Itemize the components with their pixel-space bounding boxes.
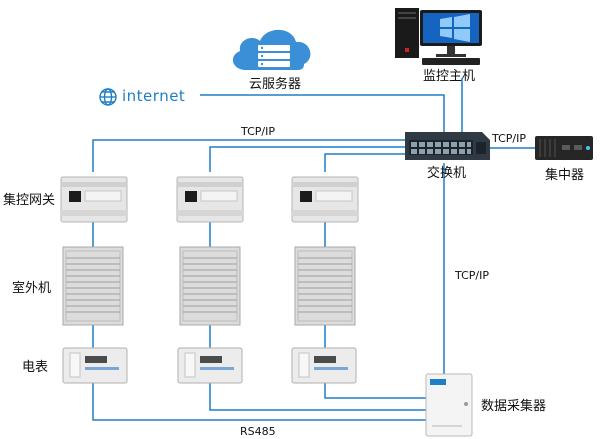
data-collector-icon <box>425 373 473 437</box>
meter-device-3 <box>291 347 357 384</box>
monitor-host-label: 监控主机 <box>423 69 476 84</box>
gateway-device-1 <box>60 176 128 223</box>
gateway-device-3 <box>291 176 359 223</box>
column2-tcp-link <box>209 146 420 172</box>
column3-tcp-link <box>324 153 420 172</box>
rs485-bus-3 <box>324 383 426 399</box>
data-collector-label: 数据采集器 <box>481 399 547 414</box>
gateway-device-2 <box>176 176 244 223</box>
concentrator-icon <box>535 136 593 160</box>
cloud-server-icon <box>232 29 311 70</box>
internet-link <box>200 94 445 135</box>
switch-label: 交换机 <box>427 166 467 181</box>
concentrator-label: 集中器 <box>545 168 585 183</box>
monitor-host-icon <box>395 8 482 65</box>
cloud-server-label: 云服务器 <box>249 77 302 92</box>
tcp-right-label: TCP/IP <box>492 132 526 145</box>
switch-icon <box>405 132 490 160</box>
meter-row-label: 电表 <box>22 360 49 375</box>
rs485-bus-1 <box>92 383 426 421</box>
outdoor-unit-1 <box>62 246 124 326</box>
tcp-top-label: TCP/IP <box>241 125 275 138</box>
outdoor-unit-row-label: 室外机 <box>12 281 52 296</box>
globe-icon <box>99 88 117 106</box>
meter-device-1 <box>62 347 128 384</box>
internet-label[interactable]: internet <box>122 87 186 105</box>
gateway-row-label: 集控网关 <box>3 193 56 208</box>
rs485-label: RS485 <box>240 425 276 438</box>
connection-lines <box>92 78 535 421</box>
rs485-bus-2 <box>209 383 426 411</box>
outdoor-unit-2 <box>179 246 241 326</box>
tcp-vertical-label: TCP/IP <box>455 269 489 282</box>
outdoor-unit-3 <box>294 246 356 326</box>
column1-tcp-link <box>92 139 420 172</box>
meter-device-2 <box>177 347 243 384</box>
